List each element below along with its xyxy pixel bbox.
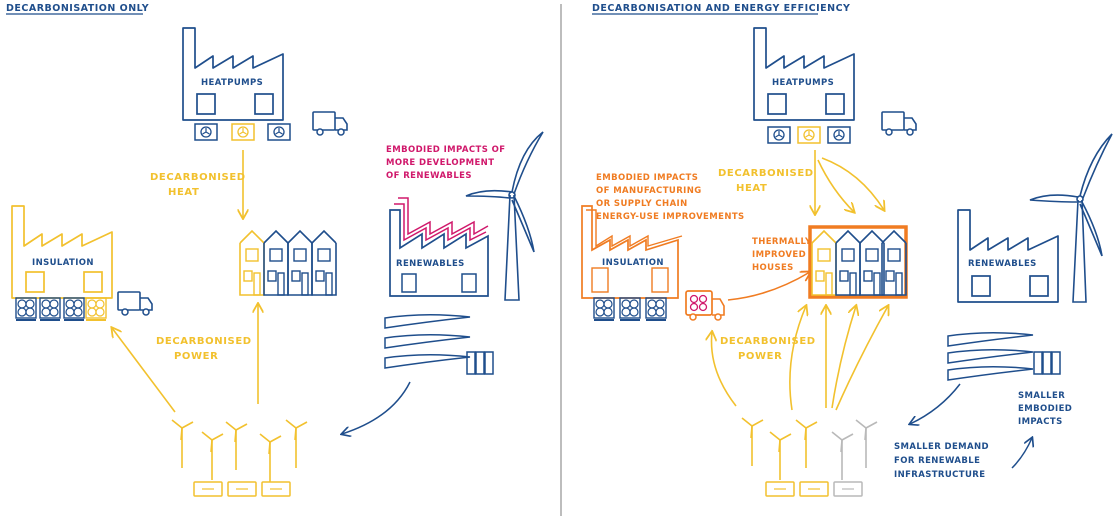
left-insulation-label: INSULATION bbox=[32, 258, 94, 268]
renewables-factory-icon bbox=[389, 197, 489, 297]
right-power-arrow-5 bbox=[835, 306, 888, 411]
right-smaller-embodied-label: SMALLER EMBODIED IMPACTS bbox=[1018, 391, 1076, 427]
right-smaller-demand-label: SMALLER DEMAND FOR RENEWABLE INFRASTRUCT… bbox=[894, 442, 992, 480]
left-renewables-label: RENEWABLES bbox=[396, 259, 465, 269]
right-heat-label: DECARBONISED HEAT bbox=[718, 168, 818, 194]
right-thermal-label: THERMALLY IMPROVED HOUSES bbox=[752, 237, 815, 273]
left-houses-icon bbox=[239, 230, 337, 296]
right-wind-farm-icon bbox=[741, 417, 878, 481]
right-heat-arrow-2 bbox=[817, 159, 854, 212]
right-power-arrow-1 bbox=[712, 332, 737, 407]
left-power-arrow-insulation bbox=[112, 328, 176, 413]
right-renewables-arrow bbox=[910, 383, 961, 424]
right-insulation-factory-icon bbox=[581, 205, 683, 299]
left-large-turbine-icon bbox=[465, 131, 544, 301]
right-large-turbine-icon bbox=[1029, 133, 1113, 303]
right-heat-arrow-3 bbox=[821, 157, 884, 210]
right-title: DECARBONISATION AND ENERGY EFFICIENCY bbox=[592, 3, 850, 14]
left-power-label: DECARBONISED POWER bbox=[156, 336, 256, 362]
right-improved-houses-icon bbox=[808, 225, 908, 299]
right-renewables-factory-icon bbox=[957, 209, 1059, 303]
left-wind-farm-icon bbox=[171, 419, 308, 483]
right-power-label: DECARBONISED POWER bbox=[720, 336, 820, 362]
right-blades-icon bbox=[947, 331, 1034, 381]
left-heat-label: DECARBONISED HEAT bbox=[150, 172, 250, 198]
left-heatpumps-label: HEATPUMPS bbox=[201, 78, 263, 88]
left-embodied-label: EMBODIED IMPACTS OF MORE DEVELOPMENT OF … bbox=[386, 145, 509, 181]
right-van-to-houses-arrow bbox=[727, 272, 810, 301]
left-battery-stack-icon bbox=[466, 351, 494, 375]
right-heatpump-units-icon bbox=[767, 126, 851, 144]
left-renewables-arrow bbox=[342, 381, 411, 434]
right-power-arrow-4 bbox=[831, 306, 856, 409]
right-insulation-rolls-icon bbox=[593, 297, 667, 321]
right-demand-arrow bbox=[1011, 438, 1032, 469]
right-insulation-van-icon bbox=[685, 290, 725, 321]
left-title: DECARBONISATION ONLY bbox=[6, 3, 149, 14]
left-insulation-van-icon bbox=[117, 291, 153, 316]
right-insulation-label: INSULATION bbox=[602, 258, 664, 268]
left-insulation-rolls-icon bbox=[15, 297, 107, 321]
right-heatpumps-label: HEATPUMPS bbox=[772, 78, 834, 88]
right-power-arrow-2 bbox=[789, 306, 806, 411]
right-heatpump-factory-icon bbox=[753, 27, 855, 121]
heatpump-units-icon bbox=[194, 123, 291, 141]
left-blades-icon bbox=[384, 313, 471, 369]
heatpump-factory-icon bbox=[182, 27, 284, 121]
left-batteries-icon bbox=[193, 481, 291, 497]
heatpump-van-icon bbox=[312, 111, 348, 136]
right-battery-stack-icon bbox=[1033, 351, 1061, 375]
left-insulation-factory-icon bbox=[11, 205, 113, 299]
right-renewables-label: RENEWABLES bbox=[968, 259, 1037, 269]
right-embodied-label: EMBODIED IMPACTS OF MANUFACTURING OR SUP… bbox=[596, 173, 745, 222]
right-heatpump-van-icon bbox=[881, 111, 917, 136]
right-batteries-icon bbox=[765, 481, 863, 497]
